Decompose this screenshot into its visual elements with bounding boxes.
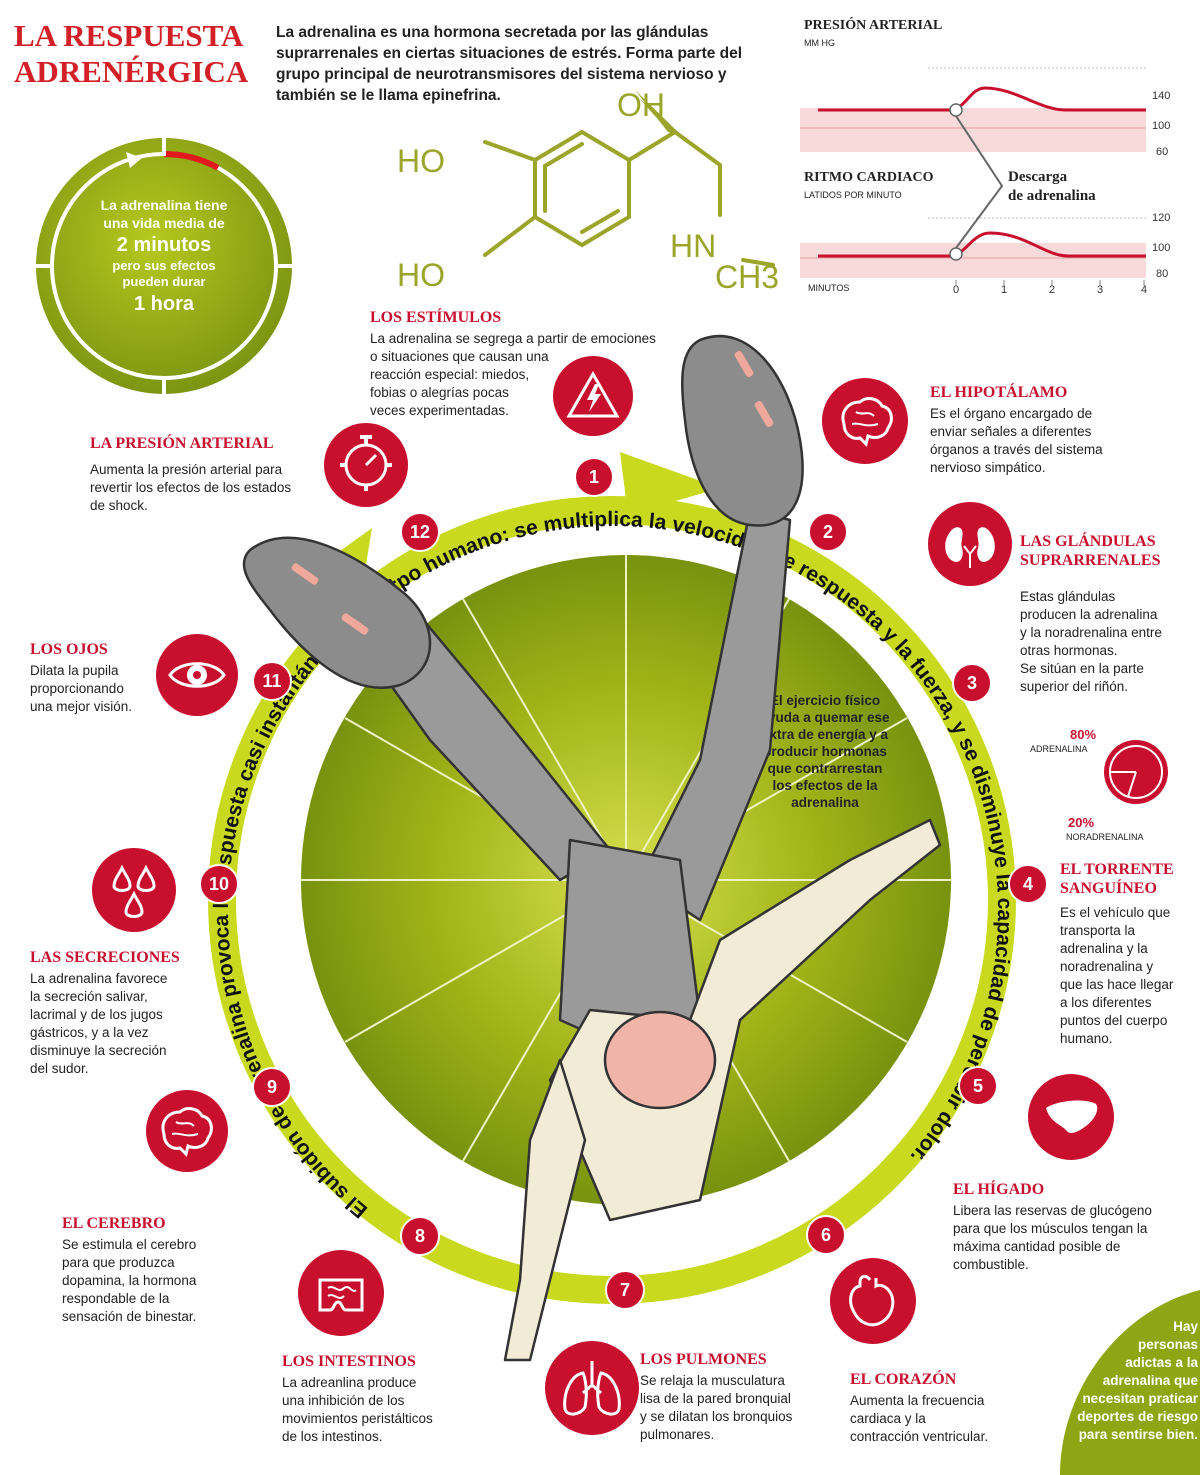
eye-icon bbox=[156, 634, 238, 716]
heart-icon bbox=[830, 1258, 916, 1344]
intro-text: La adrenalina es una hormona secretada p… bbox=[276, 24, 743, 104]
hr-graph-title: RITMO CARDIACO bbox=[804, 170, 934, 185]
half-life-timer: La adrenalina tiene una vida media de 2 … bbox=[34, 136, 294, 396]
lungs-icon bbox=[545, 1341, 639, 1435]
number-badge-3: 3 bbox=[952, 663, 992, 703]
graphs-panel: PRESIÓN ARTERIAL MM HG RITMO CARDIACO LA… bbox=[800, 18, 1190, 298]
hn-label: HN bbox=[670, 228, 716, 264]
section-ojos: LOS OJOS Dilata la pupila proporcionando… bbox=[30, 641, 133, 714]
number-badge-8: 8 bbox=[400, 1216, 440, 1256]
number-badge-4: 4 bbox=[1008, 864, 1048, 904]
oh-label: OH bbox=[617, 87, 665, 123]
timer-clock-icon bbox=[36, 138, 292, 394]
section-glandulas: LAS GLÁNDULAS SUPRARRENALES bbox=[1020, 533, 1161, 569]
person-illustration bbox=[242, 334, 942, 1362]
number-badge-10: 10 bbox=[199, 864, 239, 904]
page-title: LA RESPUESTA ADRENÉRGICA bbox=[14, 18, 249, 89]
intestines-icon bbox=[298, 1250, 384, 1336]
number-badge-6: 6 bbox=[806, 1215, 846, 1255]
section-glandulas-text: Estas glándulas producen la adrenalina y… bbox=[1020, 589, 1162, 694]
number-badge-7: 7 bbox=[605, 1270, 645, 1310]
liver-icon bbox=[1028, 1074, 1114, 1160]
brain-icon-cerebro bbox=[146, 1090, 228, 1172]
section-estimulos: LOS ESTÍMULOS La adrenalina se segrega a… bbox=[370, 309, 656, 418]
ch3-label: CH3 bbox=[715, 259, 779, 295]
voltage-warning-icon bbox=[553, 356, 633, 436]
timer-half-life-value: 2 minutos bbox=[116, 234, 212, 256]
brain-icon-hypothalamus bbox=[822, 378, 908, 464]
adrenalina-percent: 80% bbox=[1070, 727, 1097, 742]
section-intestinos: LOS INTESTINOS La adreanlina produce una… bbox=[282, 1353, 433, 1444]
number-badge-9: 9 bbox=[252, 1067, 292, 1107]
timer-duration-value: 1 hora bbox=[133, 293, 195, 315]
number-badge-11: 11 bbox=[252, 661, 292, 701]
ho-label-bottom: HO bbox=[397, 257, 445, 293]
number-badge-12: 12 bbox=[400, 512, 440, 552]
section-secreciones: LAS SECRECIONES La adrenalina favorece l… bbox=[30, 949, 180, 1076]
section-higado: EL HÍGADO Libera las reservas de glucóge… bbox=[953, 1181, 1152, 1272]
section-hipotalamo: EL HIPOTÁLAMO Es el órgano encargado de … bbox=[930, 384, 1103, 475]
ratio-pie-chart bbox=[1104, 740, 1168, 804]
droplets-icon bbox=[92, 848, 176, 932]
ho-label-top: HO bbox=[397, 143, 445, 179]
bp-graph-title: PRESIÓN ARTERIAL bbox=[804, 18, 943, 33]
number-badge-1: 1 bbox=[574, 457, 614, 497]
bp-band bbox=[800, 108, 1146, 152]
corner-note: Hay personas adictas a la adrenalina que… bbox=[1020, 1290, 1200, 1475]
descarga-label: Descarga de adrenalina bbox=[1008, 169, 1096, 204]
section-corazon: EL CORAZÓN Aumenta la frecuencia cardiac… bbox=[850, 1371, 989, 1444]
number-badge-5: 5 bbox=[958, 1066, 998, 1106]
section-pulmones: LOS PULMONES Se relaja la musculatura li… bbox=[640, 1351, 793, 1442]
section-cerebro: EL CEREBRO Se estimula el cerebro para q… bbox=[62, 1215, 197, 1324]
pressure-gauge-icon bbox=[324, 423, 408, 507]
noradrenalina-percent: 20% bbox=[1068, 815, 1095, 830]
ring-arrow-head-1 bbox=[620, 452, 720, 515]
hr-band bbox=[800, 243, 1146, 278]
section-presion: LA PRESIÓN ARTERIAL Aumenta la presión a… bbox=[90, 435, 292, 513]
kidney-icon bbox=[928, 502, 1012, 586]
center-note: El ejercicio físico ayuda a quemar ese e… bbox=[760, 693, 890, 810]
epinephrine-molecule: OH HO HO HN CH3 bbox=[397, 87, 779, 295]
number-badge-2: 2 bbox=[808, 512, 848, 552]
section-torrente: EL TORRENTE SANGUÍNEO Es el vehículo que… bbox=[1060, 861, 1174, 1046]
